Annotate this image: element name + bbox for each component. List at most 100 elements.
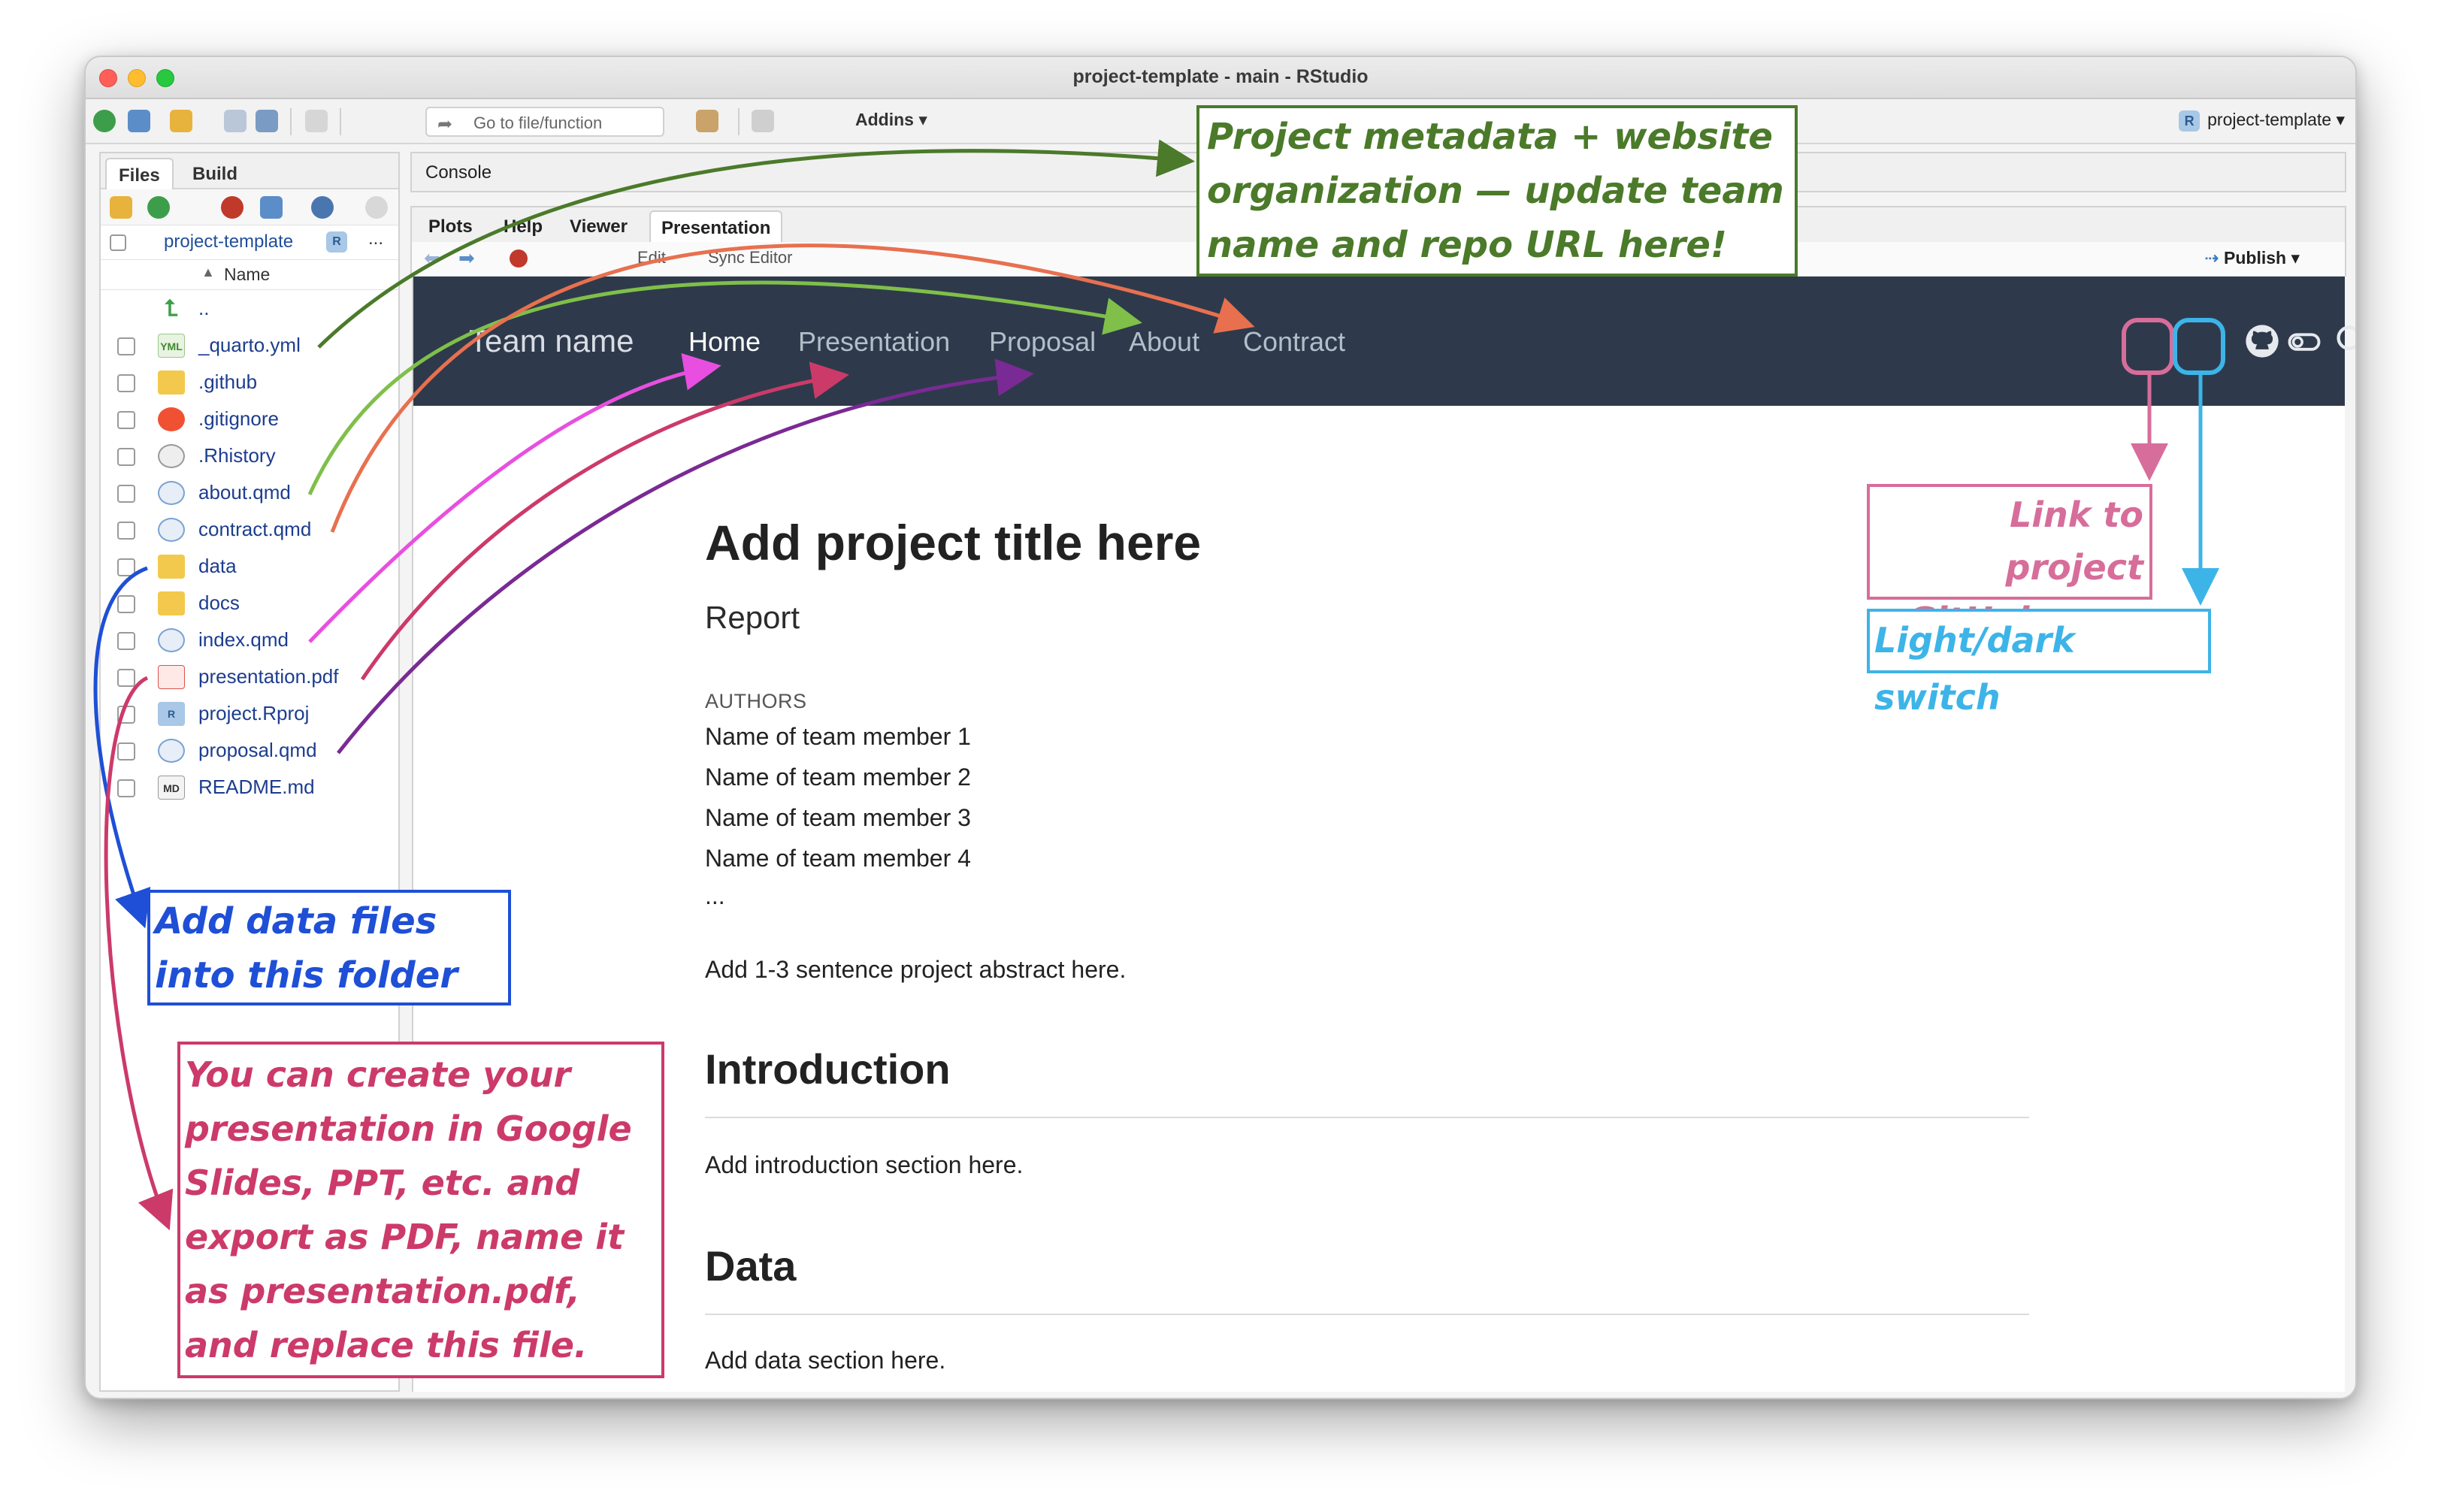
tab-viewer[interactable]: Viewer: [570, 216, 628, 237]
file-name[interactable]: project.Rproj: [198, 702, 310, 724]
file-row[interactable]: .Rhistory: [101, 437, 398, 474]
file-checkbox[interactable]: [117, 779, 135, 797]
tab-plots[interactable]: Plots: [428, 216, 473, 237]
file-checkbox[interactable]: [117, 595, 135, 613]
nav-proposal[interactable]: Proposal: [989, 326, 1096, 357]
tab-presentation[interactable]: Presentation: [649, 210, 783, 243]
file-checkbox[interactable]: [117, 374, 135, 392]
file-row[interactable]: presentation.pdf: [101, 658, 398, 695]
annotation-line: Slides, PPT, etc. and: [185, 1163, 580, 1203]
zoom-window-button[interactable]: [156, 69, 174, 87]
gear-icon[interactable]: [311, 196, 334, 219]
file-checkbox[interactable]: [117, 485, 135, 503]
file-name[interactable]: about.qmd: [198, 481, 291, 503]
minimize-window-button[interactable]: [128, 69, 146, 87]
quarto-file-icon: [158, 739, 185, 763]
search-icon[interactable]: [2333, 322, 2357, 361]
nav-contract[interactable]: Contract: [1243, 326, 1346, 357]
file-row[interactable]: .github: [101, 364, 398, 401]
new-folder-icon[interactable]: [110, 196, 132, 219]
section-divider: [705, 1117, 2029, 1118]
delete-icon[interactable]: [221, 196, 243, 219]
select-all-checkbox[interactable]: [110, 234, 126, 251]
file-row[interactable]: index.qmd: [101, 621, 398, 658]
forward-arrow-icon[interactable]: ➡: [458, 246, 475, 269]
annotation-switch: Light/dark switch: [1867, 609, 2211, 718]
version-control-icon[interactable]: [696, 110, 718, 132]
quarto-site-preview: Team name Home Presentation Proposal Abo…: [412, 277, 2355, 1392]
page-subtitle: Report: [705, 600, 800, 635]
close-window-button[interactable]: [99, 69, 117, 87]
save-all-icon[interactable]: [256, 110, 278, 132]
save-icon[interactable]: [224, 110, 247, 132]
print-icon[interactable]: [305, 110, 328, 132]
console-tab[interactable]: Console: [425, 162, 492, 183]
file-checkbox[interactable]: [117, 411, 135, 429]
site-brand[interactable]: Team name: [469, 323, 634, 358]
name-column-header[interactable]: ▲ Name: [101, 260, 398, 290]
github-icon[interactable]: [2243, 322, 2282, 361]
file-row[interactable]: data: [101, 548, 398, 585]
new-blank-file-icon[interactable]: [147, 196, 170, 219]
file-row[interactable]: about.qmd: [101, 474, 398, 511]
nav-home[interactable]: Home: [688, 326, 761, 357]
rename-icon[interactable]: [260, 196, 283, 219]
addins-menu[interactable]: Addins ▾: [855, 110, 927, 129]
file-name[interactable]: presentation.pdf: [198, 665, 339, 688]
pane-layout-icon[interactable]: [752, 110, 774, 132]
more-button[interactable]: ...: [368, 228, 384, 249]
toggle-icon[interactable]: [2285, 322, 2324, 361]
file-row[interactable]: contract.qmd: [101, 511, 398, 548]
section-divider: [705, 1314, 2029, 1315]
file-checkbox[interactable]: [117, 337, 135, 355]
file-name[interactable]: proposal.qmd: [198, 739, 317, 761]
file-checkbox[interactable]: [117, 669, 135, 687]
folder-icon: [158, 591, 185, 615]
file-name[interactable]: .gitignore: [198, 407, 279, 430]
file-checkbox[interactable]: [117, 632, 135, 650]
file-checkbox[interactable]: [117, 558, 135, 576]
file-name[interactable]: docs: [198, 591, 240, 614]
tab-build[interactable]: Build: [192, 164, 237, 184]
file-name[interactable]: data: [198, 555, 237, 577]
file-name[interactable]: README.md: [198, 776, 315, 798]
annotation-line: name and repo URL here!: [1207, 224, 1727, 266]
file-row[interactable]: .gitignore: [101, 401, 398, 437]
new-project-icon[interactable]: [128, 110, 150, 132]
file-name[interactable]: .Rhistory: [198, 444, 276, 467]
file-name[interactable]: .github: [198, 370, 258, 393]
annotation-line: organization — update team: [1207, 170, 1784, 212]
back-arrow-icon[interactable]: ⬅: [424, 246, 440, 269]
go-to-file-placeholder: Go to file/function: [473, 113, 603, 132]
abstract: Add 1-3 sentence project abstract here.: [705, 956, 1127, 983]
file-row[interactable]: ⮤..: [101, 290, 398, 327]
refresh-icon[interactable]: [365, 196, 388, 219]
file-name[interactable]: ..: [198, 297, 210, 319]
file-name[interactable]: _quarto.yml: [198, 334, 301, 356]
publish-button[interactable]: ⇢ Publish ▾: [2204, 248, 2300, 268]
file-name[interactable]: contract.qmd: [198, 518, 312, 540]
stop-icon[interactable]: [510, 249, 528, 268]
breadcrumb-project[interactable]: project-template: [164, 231, 294, 252]
open-file-icon[interactable]: [170, 110, 192, 132]
file-checkbox[interactable]: [117, 448, 135, 466]
arrow-data-folder: [93, 566, 151, 929]
file-checkbox[interactable]: [117, 522, 135, 540]
file-name[interactable]: index.qmd: [198, 628, 289, 651]
annotation-line: Add data files: [155, 900, 437, 942]
annotation-presentation: You can create your presentation in Goog…: [177, 1042, 664, 1378]
tab-files[interactable]: Files: [105, 158, 174, 189]
file-row[interactable]: YML_quarto.yml: [101, 327, 398, 364]
annotation-data-folder: Add data files into this folder: [147, 890, 511, 1005]
annotation-line: Project metadata + website: [1207, 116, 1773, 158]
file-row[interactable]: docs: [101, 585, 398, 621]
file-checkbox[interactable]: [117, 742, 135, 761]
go-to-file-input[interactable]: ➦ Go to file/function: [425, 107, 664, 137]
nav-presentation[interactable]: Presentation: [798, 326, 951, 357]
file-row[interactable]: proposal.qmd: [101, 732, 398, 769]
new-file-icon[interactable]: [93, 110, 116, 132]
